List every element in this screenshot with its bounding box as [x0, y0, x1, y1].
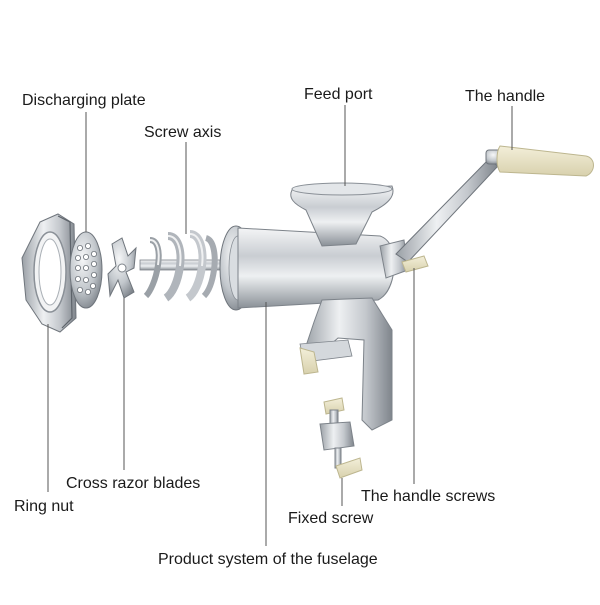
label-screw-axis: Screw axis [144, 124, 222, 141]
label-feed-port: Feed port [304, 86, 373, 103]
discharging-plate-part [69, 231, 103, 309]
fixed-screw-part [299, 347, 363, 479]
label-discharging-plate: Discharging plate [22, 92, 146, 109]
label-product-system: Product system of the fuselage [158, 551, 378, 568]
label-the-handle: The handle [465, 88, 546, 105]
leader-lines [47, 105, 513, 546]
fuselage-body-part [219, 182, 409, 431]
label-fixed-screw: Fixed screw [288, 510, 374, 527]
handle-part [395, 145, 594, 273]
label-the-handle-screws: The handle screws [361, 488, 496, 505]
ring-nut-part [21, 213, 77, 333]
label-ring-nut: Ring nut [14, 498, 74, 515]
label-cross-razor-blades: Cross razor blades [66, 475, 201, 492]
screw-axis-part [139, 230, 221, 302]
cross-razor-blades-part [107, 237, 137, 299]
